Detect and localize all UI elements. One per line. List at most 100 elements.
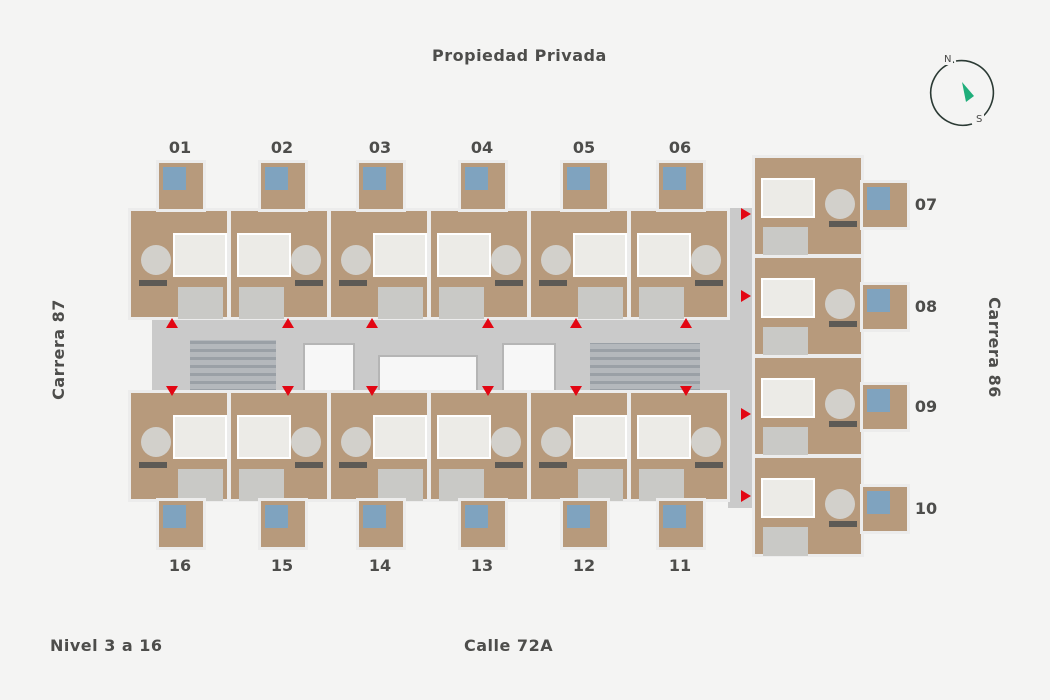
kitchen bbox=[829, 421, 857, 428]
bed bbox=[663, 505, 686, 529]
bathroom bbox=[178, 287, 223, 319]
compass-south: S bbox=[974, 114, 985, 125]
apartment-unit-09 bbox=[752, 355, 864, 457]
apartment-unit-13 bbox=[428, 390, 530, 502]
bedroom bbox=[761, 278, 815, 319]
stair-west bbox=[190, 340, 276, 392]
apartment-unit-10 bbox=[752, 455, 864, 557]
entry-arrow-icon bbox=[166, 386, 178, 396]
bathroom bbox=[239, 287, 284, 319]
east-corridor bbox=[728, 208, 754, 508]
living-area bbox=[825, 188, 855, 219]
apartment-unit-14 bbox=[328, 390, 430, 502]
unit-number: 14 bbox=[368, 556, 392, 575]
living-area bbox=[825, 488, 855, 519]
bathroom bbox=[239, 469, 284, 501]
bedroom-wing bbox=[458, 498, 508, 550]
kitchen bbox=[139, 280, 167, 287]
apartment-unit-08 bbox=[752, 255, 864, 357]
apartment-unit-03 bbox=[328, 208, 430, 320]
unit-number: 16 bbox=[168, 556, 192, 575]
bedroom bbox=[637, 233, 691, 277]
unit-number: 10 bbox=[914, 499, 938, 518]
entry-arrow-icon bbox=[680, 386, 692, 396]
bed bbox=[363, 167, 386, 191]
unit-number: 04 bbox=[470, 138, 494, 157]
bed bbox=[465, 167, 488, 191]
entry-arrow-icon bbox=[570, 318, 582, 328]
bedroom bbox=[373, 415, 427, 459]
living-area bbox=[491, 426, 521, 457]
bed bbox=[163, 167, 186, 191]
kitchen bbox=[295, 462, 323, 469]
bedroom bbox=[761, 478, 815, 519]
apartment-unit-05 bbox=[528, 208, 630, 320]
bedroom bbox=[637, 415, 691, 459]
unit-number: 01 bbox=[168, 138, 192, 157]
kitchen bbox=[695, 462, 723, 469]
apartment-unit-07 bbox=[752, 155, 864, 257]
kitchen bbox=[829, 221, 857, 228]
living-area bbox=[825, 288, 855, 319]
bedroom-wing bbox=[560, 498, 610, 550]
kitchen bbox=[829, 321, 857, 328]
bedroom bbox=[237, 233, 291, 277]
east-street-label: Carrera 86 bbox=[984, 297, 1004, 398]
bed bbox=[663, 167, 686, 191]
bathroom bbox=[763, 327, 808, 356]
entry-arrow-icon bbox=[741, 208, 751, 220]
kitchen bbox=[695, 280, 723, 287]
living-area bbox=[141, 244, 171, 275]
bed bbox=[867, 389, 890, 412]
entry-arrow-icon bbox=[282, 386, 294, 396]
unit-number: 03 bbox=[368, 138, 392, 157]
bedroom bbox=[761, 178, 815, 219]
bedroom-wing bbox=[258, 498, 308, 550]
kitchen bbox=[339, 462, 367, 469]
bedroom bbox=[573, 415, 627, 459]
living-area bbox=[291, 244, 321, 275]
kitchen bbox=[295, 280, 323, 287]
north-boundary-label: Propiedad Privada bbox=[432, 46, 607, 65]
bedroom bbox=[173, 415, 227, 459]
light-well-2 bbox=[502, 343, 556, 392]
bedroom bbox=[173, 233, 227, 277]
unit-number: 12 bbox=[572, 556, 596, 575]
apartment-unit-04 bbox=[428, 208, 530, 320]
bed bbox=[567, 167, 590, 191]
apartment-unit-02 bbox=[228, 208, 330, 320]
kitchen bbox=[495, 462, 523, 469]
entry-arrow-icon bbox=[680, 318, 692, 328]
bathroom bbox=[763, 427, 808, 456]
light-well-1 bbox=[303, 343, 355, 392]
bedroom-wing bbox=[860, 382, 910, 432]
bed bbox=[867, 289, 890, 312]
bedroom bbox=[437, 415, 491, 459]
unit-number: 05 bbox=[572, 138, 596, 157]
unit-number: 08 bbox=[914, 297, 938, 316]
entry-arrow-icon bbox=[282, 318, 294, 328]
bedroom-wing bbox=[156, 498, 206, 550]
entry-arrow-icon bbox=[366, 318, 378, 328]
bed bbox=[867, 187, 890, 210]
unit-number: 09 bbox=[914, 397, 938, 416]
south-street-label: Calle 72A bbox=[464, 636, 554, 655]
bed bbox=[567, 505, 590, 529]
entry-arrow-icon bbox=[741, 290, 751, 302]
apartment-unit-12 bbox=[528, 390, 630, 502]
compass: N S bbox=[928, 54, 1000, 128]
bathroom bbox=[578, 287, 623, 319]
entry-arrow-icon bbox=[741, 490, 751, 502]
living-area bbox=[341, 426, 371, 457]
kitchen bbox=[829, 521, 857, 528]
bedroom-wing bbox=[560, 160, 610, 212]
entry-arrow-icon bbox=[482, 386, 494, 396]
bathroom bbox=[578, 469, 623, 501]
bed bbox=[465, 505, 488, 529]
bedroom bbox=[573, 233, 627, 277]
entry-arrow-icon bbox=[741, 408, 751, 420]
bedroom-wing bbox=[258, 160, 308, 212]
living-area bbox=[541, 426, 571, 457]
apartment-unit-11 bbox=[628, 390, 730, 502]
living-area bbox=[341, 244, 371, 275]
